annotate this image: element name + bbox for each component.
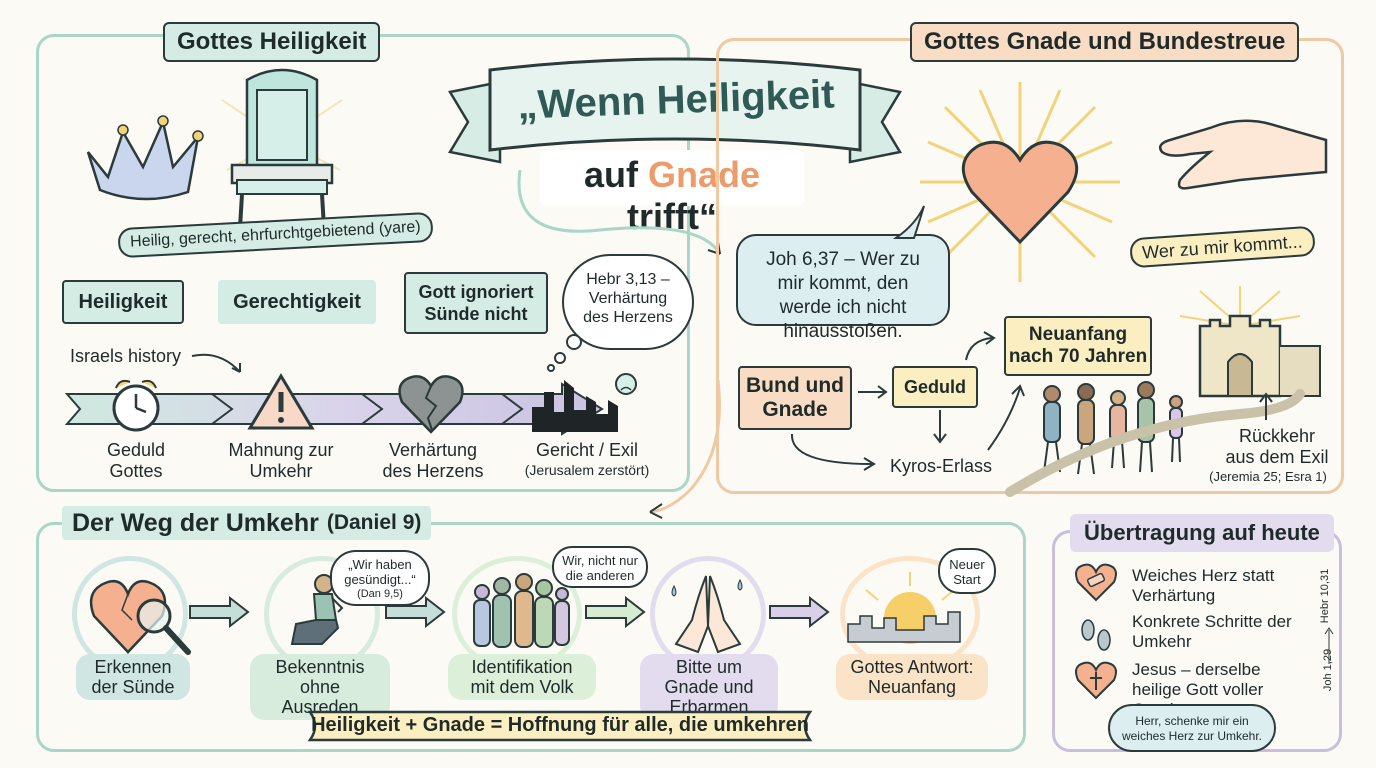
equation-scroll [307, 710, 813, 742]
thought-cloud-hebr: Hebr 3,13 – Verhärtung des Herzens [562, 254, 694, 350]
bubble-nicht-nur: Wir, nicht nur die anderen [552, 546, 648, 588]
today-item-3: Jesus – derselbe heilige Gott voller Gna… [1132, 660, 1264, 719]
title-auf: auf [583, 154, 638, 195]
way-step-3-label: Identifikation mit dem Volk [448, 654, 596, 700]
open-hand-icon [1159, 119, 1328, 190]
way-step-5-label: Gottes Antwort: Neuanfang [836, 654, 988, 700]
path-road [1005, 389, 1305, 497]
tag-heiligkeit: Heiligkeit [62, 280, 184, 324]
quote-tail [892, 205, 925, 239]
holiness-heading: Gottes Heiligkeit [163, 22, 381, 62]
way-heading-box: Der Weg der Umkehr (Daniel 9) [62, 506, 432, 540]
title-line2: auf Gnade trifft“ [540, 154, 804, 238]
bubble-wir-haben-ref: (Dan 9,5) [357, 588, 403, 600]
flow-rueckkehr: Rückkehr aus dem Exil [1225, 426, 1329, 467]
history-arrow [191, 353, 241, 373]
way-panel [36, 522, 1026, 752]
way-arrows [189, 595, 830, 629]
step-mahnung: Mahnung zur Umkehr [228, 440, 334, 481]
throne-icon [221, 68, 343, 229]
today-heading: Übertragung auf heute [1070, 514, 1334, 552]
way-heading: Der Weg der Umkehr [72, 508, 319, 537]
cross-heart-icon [1075, 661, 1117, 700]
flow-geduld: Geduld [892, 366, 978, 408]
side-ref-hebr: Hebr 10,31 [1319, 568, 1331, 624]
quote-bubble-joh: Joh 6,37 – Wer zu mir kommt, den werde i… [736, 234, 950, 342]
step-geduld-gottes: Geduld Gottes [106, 440, 166, 481]
history-timeline-arrow [64, 382, 604, 436]
flow-neuanfang: Neuanfang nach 70 Jahren [1004, 316, 1152, 376]
way-heading-ref: (Daniel 9) [326, 511, 422, 534]
radiant-heart-icon [920, 82, 1120, 282]
title-gnade: Gnade [647, 154, 761, 195]
way-step-2-label: Bekenntnis ohne Ausreden [250, 654, 390, 720]
history-label: Israels history [70, 346, 182, 366]
footprints-icon [1081, 619, 1111, 651]
way-step-1-label: Erkennen der Sünde [76, 654, 190, 700]
kneeling-person-icon [290, 574, 344, 645]
equation-text: Heiligkeit + Gnade = Hoffnung für alle, … [311, 714, 809, 736]
flow-kyros: Kyros-Erlass [889, 456, 992, 476]
bandaged-heart-icon [1075, 563, 1117, 602]
step-gericht: Gericht / Exil [535, 440, 639, 460]
alarm-clock-icon [112, 379, 160, 432]
title-connector-arrows [517, 169, 722, 519]
tag-gerechtigkeit: Gerechtigkeit [218, 280, 376, 324]
step-verhaertung: Verhärtung des Herzens [382, 440, 484, 481]
bubble-wir-haben: „Wir haben gesündigt...“ (Dan 9,5) [330, 550, 430, 606]
bubble-wir-haben-text: „Wir haben gesündigt...“ [344, 557, 416, 587]
magnified-heart-icon [89, 580, 191, 655]
city-gate-icon [1179, 286, 1321, 398]
ruined-city-icon [532, 373, 637, 432]
title-banner [448, 57, 902, 164]
grace-heading: Gottes Gnade und Bundestreue [910, 22, 1300, 62]
today-item-1: Weiches Herz statt Verhärtung [1132, 566, 1275, 605]
group-icon [473, 573, 570, 648]
praying-hands-icon [671, 575, 743, 654]
step-gericht-sub: (Jerusalem zerstört) [524, 462, 650, 478]
sunrise-city-icon [847, 572, 961, 644]
warning-icon [247, 373, 315, 430]
side-ref-arrow [1324, 627, 1334, 664]
crown-icon [86, 115, 204, 201]
flow-arrows [790, 331, 1025, 471]
flow-rueckkehr-ref: (Jeremia 25; Esra 1) [1209, 469, 1327, 484]
tag-sin-not-ignored: Gott ignoriert Sünde nicht [404, 272, 548, 334]
way-step-4-label: Bitte um Gnade und Erbarmen [640, 654, 778, 720]
today-item-2: Konkrete Schritte der Umkehr [1132, 612, 1292, 651]
return-arrow [1259, 392, 1273, 420]
thought-dots [547, 334, 582, 372]
prayer-bubble: Herr, schenke mir ein weiches Herz zur U… [1108, 704, 1276, 752]
title-line2-box [540, 150, 804, 206]
bubble-neuer-start: Neuer Start [938, 548, 996, 594]
flow-bund-gnade: Bund und Gnade [738, 366, 852, 430]
cracked-heart-icon [398, 375, 464, 434]
